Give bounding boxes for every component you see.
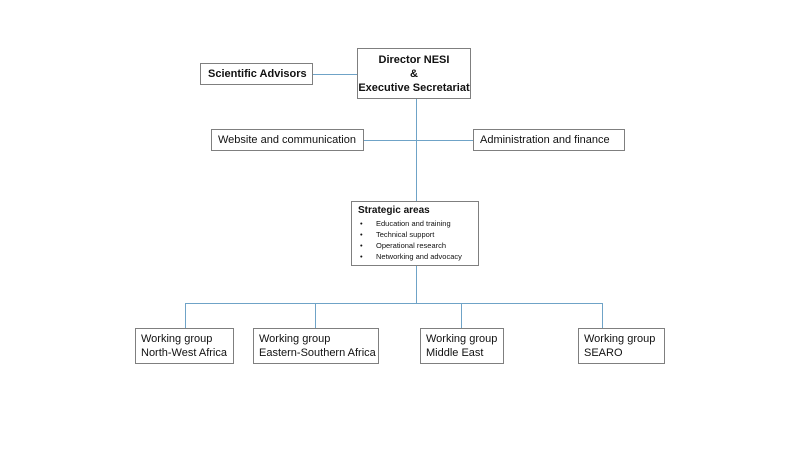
working-group-region: SEARO [584, 347, 623, 359]
strategic-area-label: Education and training [376, 219, 451, 228]
strategic-area-label: Networking and advocacy [376, 252, 462, 261]
bullet-icon: • [360, 252, 363, 261]
administration-finance-box: Administration and finance [473, 129, 625, 151]
website-communication-label: Website and communication [218, 134, 356, 146]
strategic-area-item: • Technical support [358, 229, 478, 240]
working-group-region: Middle East [426, 347, 484, 359]
connector-admin [416, 140, 473, 141]
working-group-label: Working group [584, 333, 656, 345]
working-group-middle-east-box: Working group Middle East [420, 328, 504, 364]
strategic-areas-list: • Education and training • Technical suppo… [358, 218, 478, 262]
administration-finance-label: Administration and finance [480, 134, 610, 146]
bullet-icon: • [360, 230, 363, 239]
working-group-north-west-africa-box: Working group North-West Africa [135, 328, 234, 364]
director-ampersand: & [410, 68, 418, 80]
working-group-region: North-West Africa [141, 347, 227, 359]
connector-working-groups-horizontal [185, 303, 603, 304]
strategic-area-item: • Education and training [358, 218, 478, 229]
director-title: Director NESI [378, 54, 450, 66]
connector-wg1 [185, 303, 186, 328]
connector-advisors-director [313, 74, 357, 75]
connector-wg2 [315, 303, 316, 328]
strategic-area-label: Operational research [376, 241, 447, 250]
working-group-label: Working group [259, 333, 331, 345]
working-group-label: Working group [141, 333, 213, 345]
bullet-icon: • [360, 219, 363, 228]
working-group-eastern-southern-africa-box: Working group Eastern-Southern Africa [253, 328, 379, 364]
working-group-searo-box: Working group SEARO [578, 328, 665, 364]
connector-strategic-down [416, 266, 417, 304]
working-group-label: Working group [426, 333, 498, 345]
connector-website [364, 140, 417, 141]
strategic-area-item: • Operational research [358, 240, 478, 251]
scientific-advisors-box: Scientific Advisors [200, 63, 313, 85]
working-group-region: Eastern-Southern Africa [259, 347, 376, 359]
connector-main-vertical [416, 99, 417, 201]
connector-wg4 [602, 303, 603, 328]
executive-secretariat-title: Executive Secretariat [358, 82, 470, 94]
strategic-areas-box: Strategic areas • Education and training … [351, 201, 479, 266]
scientific-advisors-label: Scientific Advisors [208, 68, 307, 80]
connector-wg3 [461, 303, 462, 328]
strategic-area-label: Technical support [376, 230, 435, 239]
website-communication-box: Website and communication [211, 129, 364, 151]
bullet-icon: • [360, 241, 363, 250]
strategic-areas-title: Strategic areas [358, 205, 430, 216]
director-box: Director NESI & Executive Secretariat [357, 48, 471, 99]
strategic-area-item: • Networking and advocacy [358, 251, 478, 262]
